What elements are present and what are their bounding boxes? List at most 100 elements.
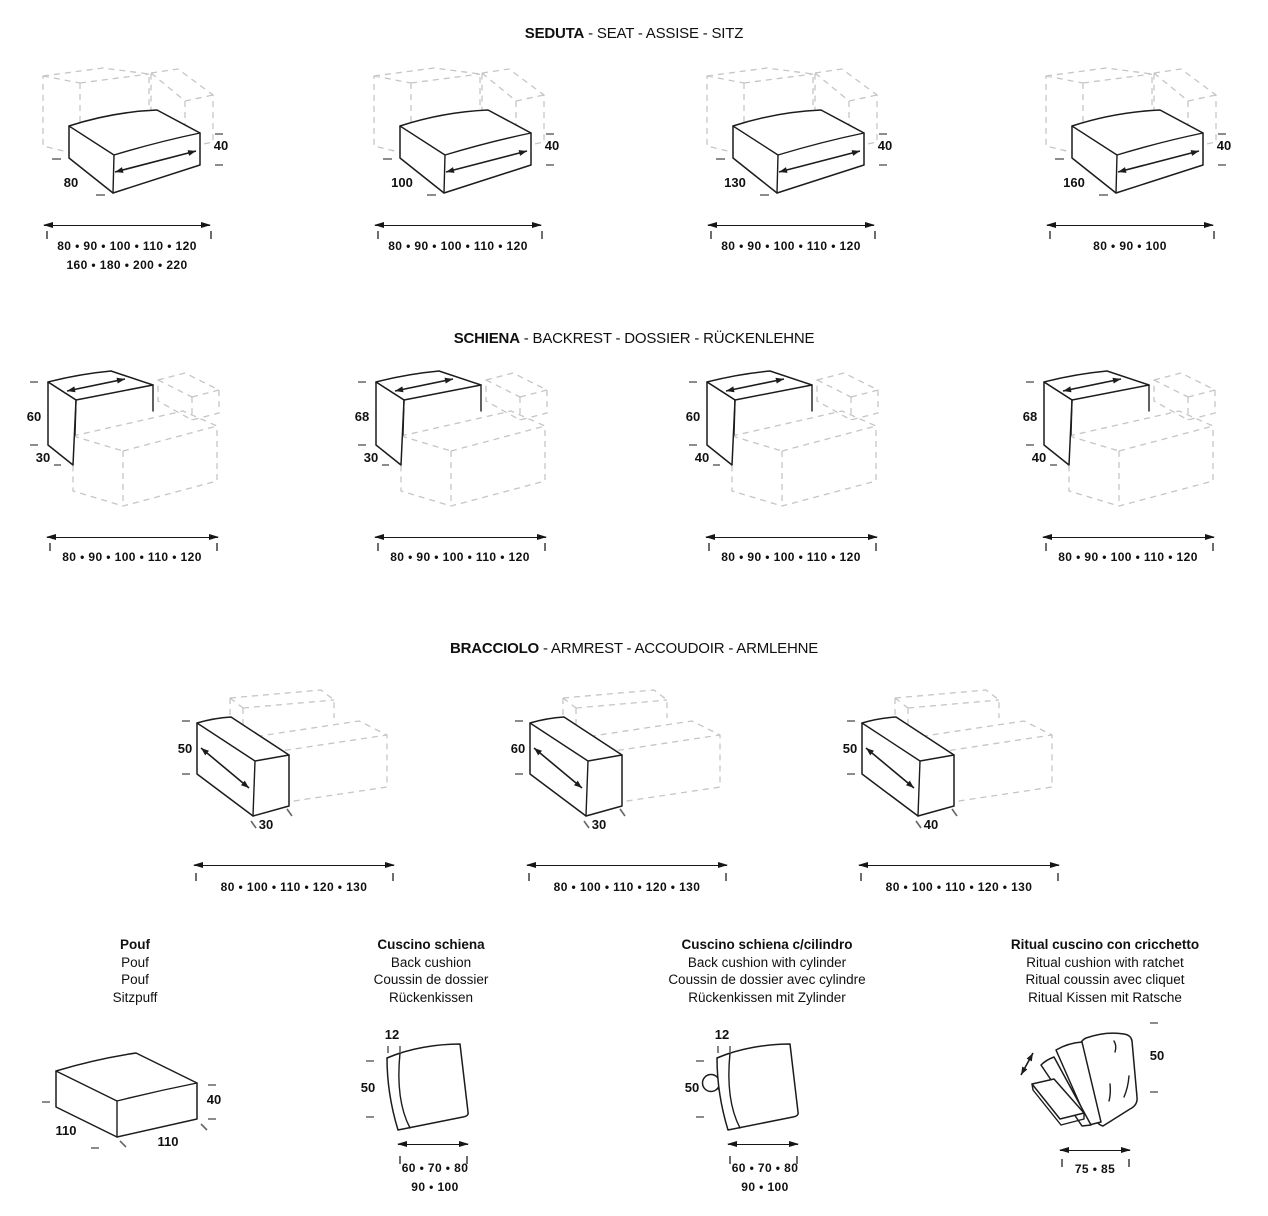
width-values-line: 80 • 100 • 110 • 120 • 130	[553, 880, 701, 894]
section-title-seat-bold: SEDUTA	[524, 25, 585, 42]
width-values: 80 • 90 • 100 • 110 • 120	[671, 548, 911, 567]
backrest-module-1: 60 30 80 • 90 • 100 • 110 • 120	[12, 368, 252, 583]
width-arrow	[43, 221, 211, 228]
height-label: 40	[1216, 138, 1232, 153]
armrest-module-3: 50 40 80 • 100 • 110 • 120 • 130	[839, 685, 1079, 900]
accessory-name-line: Ritual coussin avec cliquet	[1025, 972, 1185, 987]
width-values: 80 • 100 • 110 • 120 • 130	[174, 878, 414, 897]
arrow-end-tick	[860, 873, 862, 881]
height-label: 40	[213, 138, 229, 153]
width-values-line: 80 • 100 • 110 • 120 • 130	[885, 880, 1033, 894]
width-values-line: 90 • 100	[741, 1180, 789, 1194]
width-arrow	[46, 533, 219, 540]
width-values-line: 90 • 100	[411, 1180, 459, 1194]
arrow-end-tick	[725, 873, 727, 881]
depth-label: 30	[258, 817, 274, 832]
armrest-diagram	[846, 689, 1053, 829]
height-label: 40	[544, 138, 560, 153]
section-title-armrest: BRACCIOLO - ARMREST - ACCOUDOIR - ARMLEH…	[0, 641, 1268, 657]
accessory-name-line: Rückenkissen mit Zylinder	[688, 989, 846, 1005]
width-values-line: 80 • 90 • 100	[1093, 239, 1167, 253]
arrow-end-tick	[49, 543, 51, 551]
accessory-name-line: Coussin de dossier avec cylindre	[668, 972, 866, 987]
depth-label: 100	[391, 175, 413, 190]
height-label: 60	[685, 409, 701, 424]
arrow-end-tick	[1049, 231, 1051, 239]
width-values-line: 80 • 90 • 100 • 110 • 120	[62, 550, 202, 564]
arrow-end-tick	[392, 873, 394, 881]
width-values-line: 80 • 90 • 100 • 110 • 120	[390, 550, 530, 564]
width-values-line: 75 • 85	[1074, 1162, 1116, 1176]
backrest-module-2: 68 30 80 • 90 • 100 • 110 • 120	[340, 368, 580, 583]
width-values: 80 • 90 • 100 • 110 • 120	[340, 548, 580, 567]
ritual-shape	[1020, 1022, 1159, 1127]
seat-diagram	[706, 67, 888, 196]
width-values-line: 80 • 90 • 100 • 110 • 120	[721, 239, 861, 253]
width-values: 60 • 70 • 80 90 • 100	[680, 1159, 850, 1197]
depth-label: 30	[35, 450, 51, 465]
width-values-line: 80 • 90 • 100 • 110 • 120	[1058, 550, 1198, 564]
depth-label: 30	[591, 817, 607, 832]
arrow-end-tick	[1045, 543, 1047, 551]
width-values-line: 80 • 100 • 110 • 120 • 130	[220, 880, 368, 894]
width-values: 80 • 90 • 100 • 110 • 120	[671, 237, 911, 256]
pouf-diagram	[41, 1052, 217, 1149]
width-label: 110	[157, 1134, 179, 1149]
section-title-seat: SEDUTA - SEAT - ASSISE - SITZ	[0, 26, 1268, 42]
armrest-shape	[181, 689, 388, 829]
accessory-name-line: Cuscino schiena c/cilindro	[681, 937, 853, 952]
width-values-line: 60 • 70 • 80	[401, 1161, 469, 1175]
depth-label: 40	[694, 450, 710, 465]
armrest-module-2: 60 30 80 • 100 • 110 • 120 • 130	[507, 685, 747, 900]
arrow-end-tick	[544, 543, 546, 551]
accessory-name-line: Pouf	[121, 954, 149, 970]
arrow-end-tick	[875, 543, 877, 551]
accessory-name-line: Back cushion with cylinder	[687, 954, 847, 970]
height-label: 50	[842, 741, 858, 756]
width-arrow	[397, 1140, 469, 1147]
armrest-diagram	[514, 689, 721, 829]
arrow-end-tick	[1213, 231, 1215, 239]
section-title-armrest-rest: - ARMREST - ACCOUDOIR - ARMLEHNE	[539, 640, 819, 657]
width-arrow	[858, 861, 1060, 868]
depth-label: 130	[724, 175, 746, 190]
section-title-armrest-bold: BRACCIOLO	[449, 640, 540, 657]
armrest-diagram	[181, 689, 388, 829]
pouf-module: 110 110 40	[20, 1040, 260, 1160]
width-arrow	[705, 533, 878, 540]
depth-label: 30	[363, 450, 379, 465]
arrow-end-tick	[216, 543, 218, 551]
width-values-line: 80 • 90 • 100 • 110 • 120	[721, 550, 861, 564]
cushion-shape	[365, 1043, 469, 1131]
width-values: 80 • 90 • 100 • 110 • 120 160 • 180 • 20…	[7, 237, 247, 275]
thickness-label: 12	[714, 1027, 730, 1042]
arrow-end-tick	[874, 231, 876, 239]
arrow-end-tick	[46, 231, 48, 239]
width-values: 60 • 70 • 80 90 • 100	[350, 1159, 520, 1197]
accessory-name-line: Ritual Kissen mit Ratsche	[1028, 989, 1182, 1005]
accessory-name-line: Coussin de dossier	[373, 972, 489, 987]
height-label: 60	[510, 741, 526, 756]
arrow-end-tick	[729, 1156, 731, 1164]
height-label: 50	[360, 1080, 376, 1095]
thickness-label: 12	[384, 1027, 400, 1042]
armrest-shape	[514, 689, 721, 829]
accessory-name-line: Sitzpuff	[112, 989, 158, 1005]
accessory-name-line: Ritual cuscino con cricchetto	[1010, 937, 1200, 952]
seat-diagram	[373, 67, 555, 196]
height-label: 50	[1149, 1048, 1165, 1063]
arrow-end-tick	[1212, 543, 1214, 551]
back-cushion-diagram	[365, 1043, 469, 1131]
back-cushion-module: 12 50 60 • 70 • 80 90 • 100	[350, 1025, 520, 1200]
depth-label: 40	[1031, 450, 1047, 465]
arrow-end-tick	[1061, 1159, 1063, 1167]
width-arrow	[1042, 533, 1215, 540]
backrest-shape	[29, 370, 220, 507]
width-values: 80 • 90 • 100 • 110 • 120	[12, 548, 252, 567]
height-label: 50	[177, 741, 193, 756]
seat-module-3: 130 40 80 • 90 • 100 • 110 • 120	[671, 55, 911, 280]
armrest-module-1: 50 30 80 • 100 • 110 • 120 • 130	[174, 685, 414, 900]
width-values: 80 • 90 • 100 • 110 • 120	[1008, 548, 1248, 567]
accessory-name-line: Pouf	[121, 972, 149, 987]
height-label: 40	[877, 138, 893, 153]
